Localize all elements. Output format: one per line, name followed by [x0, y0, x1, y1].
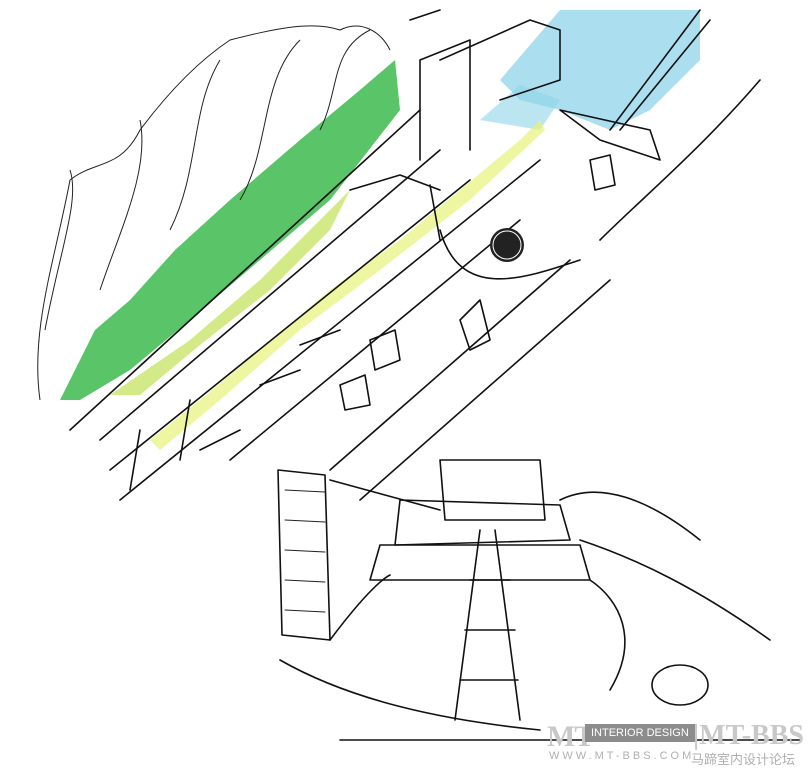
street-lines	[69, 9, 761, 501]
glass-roof	[480, 10, 700, 130]
walkway-highlight	[150, 120, 545, 450]
watermark: MT INTERIOR DESIGN |MT-BBS WWW.MT-BBS.CO…	[545, 718, 810, 767]
roundabout-plaza	[490, 228, 524, 262]
watermark-chinese: 马蹄室内设计论坛	[691, 752, 796, 767]
watermark-url: WWW.MT-BBS.COM	[549, 750, 695, 762]
building-sketch	[277, 459, 801, 741]
watermark-brand: |MT-BBS	[693, 720, 804, 751]
vegetation-green	[37, 25, 400, 401]
watermark-tagline: INTERIOR DESIGN	[585, 724, 695, 742]
